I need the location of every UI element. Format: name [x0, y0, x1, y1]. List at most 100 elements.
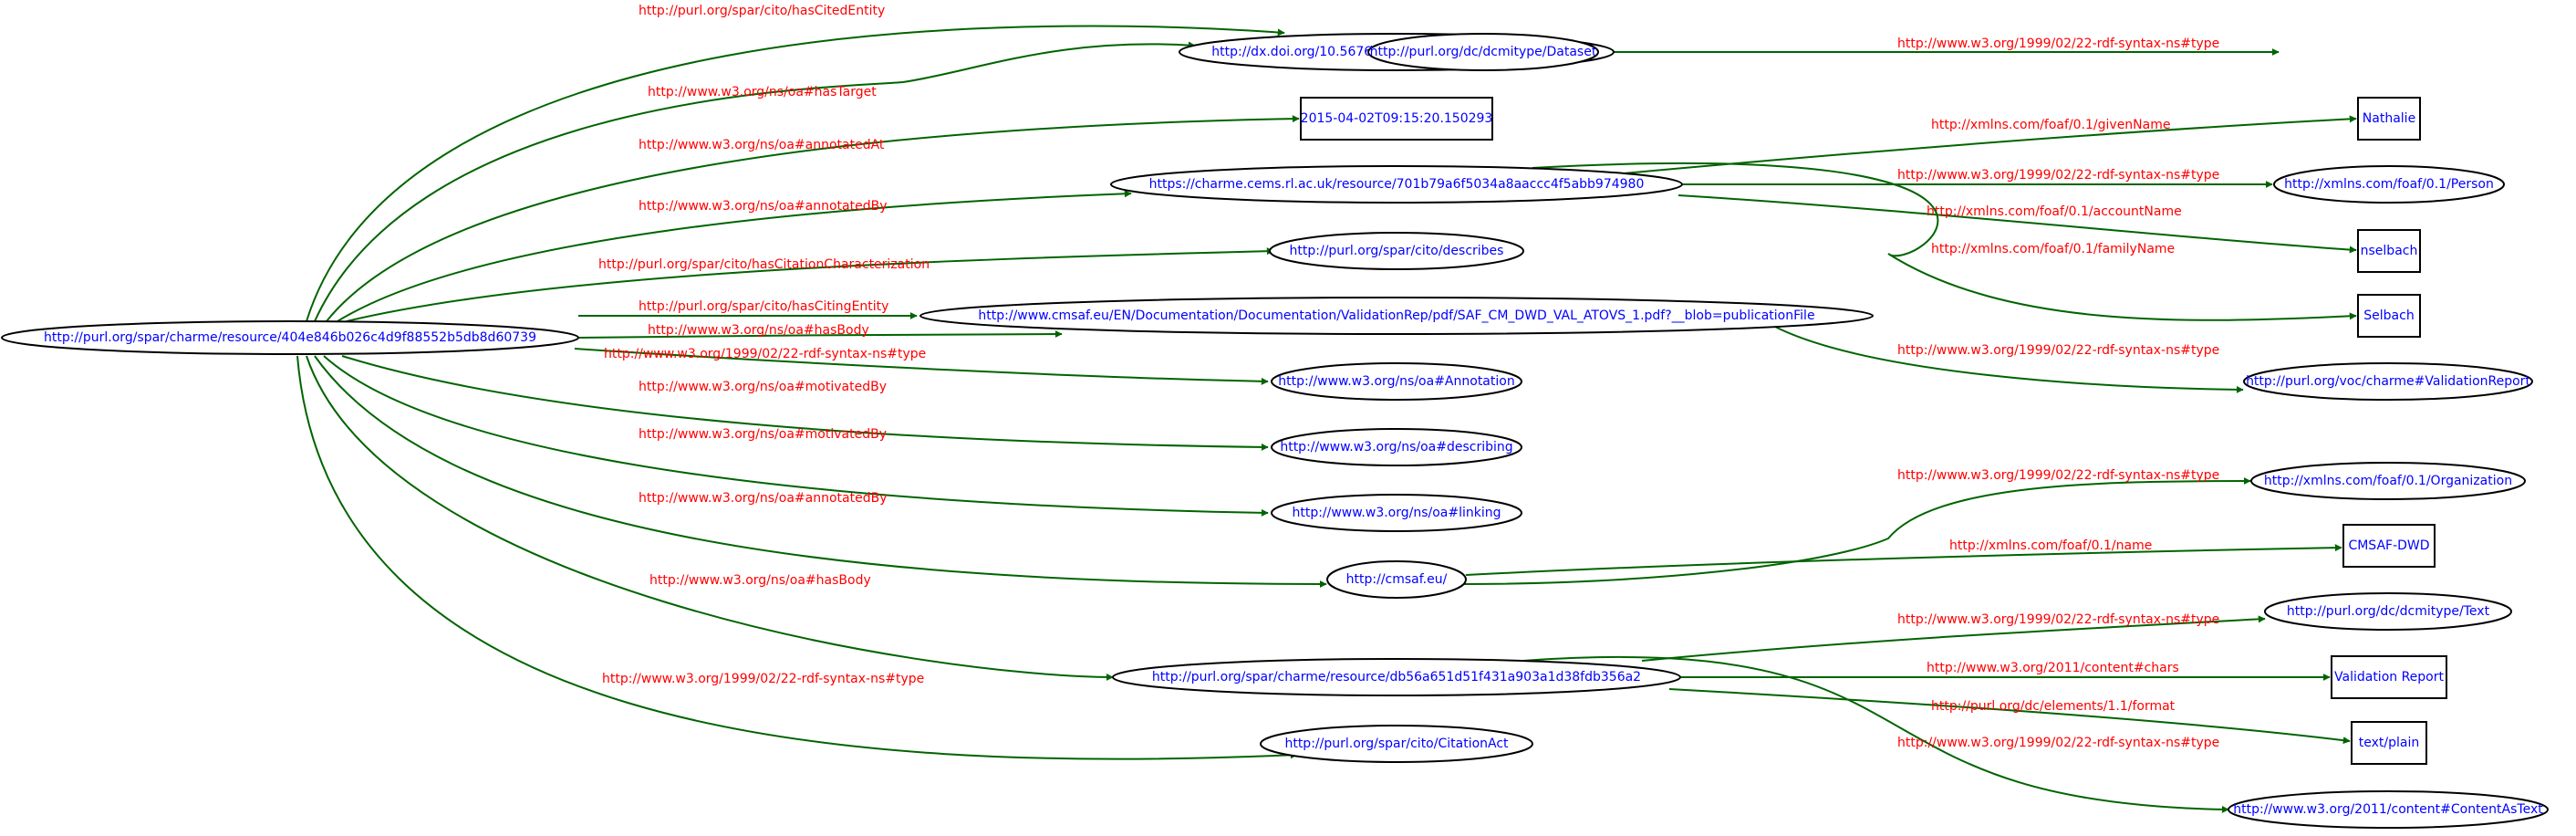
- node-selbach[interactable]: Selbach: [2357, 294, 2421, 338]
- node-nselbach[interactable]: nselbach: [2357, 229, 2421, 273]
- edge: http://www.w3.org/ns/oa#annotatedAt: [326, 115, 1300, 322]
- literal-box: [2331, 655, 2447, 699]
- edge: http://www.w3.org/1999/02/22-rdf-syntax-…: [1614, 37, 2280, 56]
- edge: http://www.w3.org/1999/02/22-rdf-syntax-…: [1459, 468, 2251, 585]
- node-describes[interactable]: http://purl.org/spar/cito/describes: [1269, 232, 1524, 270]
- edge-label: http://www.w3.org/ns/oa#hasTarget: [648, 85, 877, 99]
- edge: http://www.w3.org/ns/oa#hasBody: [306, 355, 1114, 681]
- resource-ellipse: [1326, 560, 1467, 599]
- node-label: Validation Report: [2334, 670, 2445, 684]
- resource-ellipse: [919, 297, 1874, 335]
- edge-arrow: [574, 348, 1269, 385]
- edge-arrow: [323, 355, 1269, 517]
- resource-ellipse: [2250, 462, 2526, 500]
- node-label: http://purl.org/voc/charme#ValidationRep…: [2246, 374, 2530, 389]
- node-root[interactable]: http://purl.org/spar/charme/resource/404…: [1, 320, 579, 355]
- node-label: http://purl.org/spar/charme/resource/db5…: [1152, 670, 1641, 684]
- edge: http://www.w3.org/ns/oa#annotatedBy: [314, 355, 1327, 588]
- edge-label: http://xmlns.com/foaf/0.1/accountName: [1927, 204, 2182, 219]
- edge-label: http://www.w3.org/ns/oa#annotatedBy: [639, 491, 888, 506]
- edge-label: http://www.w3.org/1999/02/22-rdf-syntax-…: [1897, 343, 2219, 358]
- edge-label: http://purl.org/dc/elements/1.1/format: [1931, 699, 2176, 714]
- node-dataset[interactable]: http://purl.org/dc/dcmitype/Dataset: [1367, 33, 1599, 71]
- edge: http://www.w3.org/ns/oa#hasBody: [577, 323, 1063, 339]
- node-label: http://www.w3.org/2011/content#ContentAs…: [2233, 802, 2543, 817]
- node-date[interactable]: 2015-04-02T09:15:20.150293: [1300, 97, 1493, 141]
- edge-label: http://purl.org/spar/cito/hasCitationCha…: [598, 257, 930, 272]
- edge: http://purl.org/spar/cito/hasCitationCha…: [346, 247, 1274, 322]
- node-label: https://charme.cems.rl.ac.uk/resource/70…: [1149, 177, 1645, 192]
- literal-box: [2351, 721, 2427, 765]
- edge: http://www.w3.org/1999/02/22-rdf-syntax-…: [296, 355, 1298, 760]
- node-charmeuser[interactable]: https://charme.cems.rl.ac.uk/resource/70…: [1110, 165, 1683, 204]
- edge: http://xmlns.com/foaf/0.1/familyName: [1532, 162, 2357, 321]
- node-describing[interactable]: http://www.w3.org/ns/oa#describing: [1271, 428, 1522, 466]
- edge-arrow: [577, 330, 1063, 339]
- node-label: 2015-04-02T09:15:20.150293: [1301, 111, 1493, 126]
- node-label: http://www.w3.org/ns/oa#describing: [1280, 440, 1512, 455]
- edge: http://www.w3.org/1999/02/22-rdf-syntax-…: [1522, 655, 2229, 813]
- edge-arrow: [306, 355, 1114, 681]
- node-person[interactable]: http://xmlns.com/foaf/0.1/Person: [2273, 165, 2505, 204]
- edge-arrow: [314, 355, 1327, 588]
- edge-label: http://www.w3.org/1999/02/22-rdf-syntax-…: [602, 672, 924, 686]
- resource-ellipse: [1271, 494, 1522, 532]
- edge-label: http://www.w3.org/1999/02/22-rdf-syntax-…: [1897, 37, 2219, 51]
- node-label: http://purl.org/spar/cito/CitationAct: [1284, 737, 1509, 751]
- edge: http://www.w3.org/ns/oa#annotatedBy: [337, 190, 1132, 322]
- node-cmsafdwd[interactable]: CMSAF-DWD: [2342, 524, 2436, 568]
- edge-label: http://www.w3.org/ns/oa#motivatedBy: [639, 380, 887, 394]
- edge-arrow: [337, 190, 1132, 322]
- resource-ellipse: [1367, 33, 1599, 71]
- resource-ellipse: [1260, 725, 1533, 763]
- edge: http://purl.org/spar/cito/hasCitedEntity: [306, 4, 1285, 322]
- node-annotation[interactable]: http://www.w3.org/ns/oa#Annotation: [1271, 362, 1522, 401]
- edge-label: http://www.w3.org/1999/02/22-rdf-syntax-…: [604, 347, 926, 361]
- edge: http://www.w3.org/1999/02/22-rdf-syntax-…: [574, 347, 1269, 385]
- node-body[interactable]: http://purl.org/spar/charme/resource/db5…: [1112, 658, 1681, 696]
- node-label: http://purl.org/dc/dcmitype/Text: [2287, 604, 2490, 619]
- node-citationact[interactable]: http://purl.org/spar/cito/CitationAct: [1260, 725, 1533, 763]
- edge-arrow: [346, 247, 1274, 322]
- node-valreportlit[interactable]: Validation Report: [2331, 655, 2447, 699]
- resource-ellipse: [2264, 592, 2512, 631]
- edge-label: http://xmlns.com/foaf/0.1/familyName: [1931, 242, 2175, 256]
- node-text[interactable]: http://purl.org/dc/dcmitype/Text: [2264, 592, 2512, 631]
- node-textplain[interactable]: text/plain: [2351, 721, 2427, 765]
- node-label: http://xmlns.com/foaf/0.1/Organization: [2264, 474, 2512, 488]
- edge-label: http://xmlns.com/foaf/0.1/givenName: [1931, 118, 2171, 132]
- node-organization[interactable]: http://xmlns.com/foaf/0.1/Organization: [2250, 462, 2526, 500]
- edge-label: http://www.w3.org/ns/oa#hasBody: [649, 573, 871, 588]
- node-label: Selbach: [2363, 308, 2414, 323]
- resource-ellipse: [1271, 428, 1522, 466]
- literal-box: [1300, 97, 1493, 141]
- edge-label: http://www.w3.org/1999/02/22-rdf-syntax-…: [1897, 168, 2219, 183]
- edge-label: http://www.w3.org/ns/oa#annotatedBy: [639, 199, 888, 214]
- node-label: nselbach: [2361, 244, 2418, 258]
- edges-layer: http://purl.org/spar/cito/hasCitedEntity…: [296, 4, 2357, 813]
- node-cmsafeu[interactable]: http://cmsaf.eu/: [1326, 560, 1467, 599]
- node-linking[interactable]: http://www.w3.org/ns/oa#linking: [1271, 494, 1522, 532]
- edge-label: http://www.w3.org/1999/02/22-rdf-syntax-…: [1897, 468, 2219, 483]
- resource-ellipse: [1110, 165, 1683, 204]
- edge: http://www.w3.org/ns/oa#motivatedBy: [341, 355, 1269, 451]
- edge-arrow: [1774, 326, 2244, 393]
- edge-label: http://www.w3.org/ns/oa#motivatedBy: [639, 427, 887, 442]
- resource-ellipse: [1271, 362, 1522, 401]
- literal-box: [2357, 97, 2421, 141]
- edge-arrow: [314, 41, 1196, 322]
- node-cmsafpdf[interactable]: http://www.cmsaf.eu/EN/Documentation/Doc…: [919, 297, 1874, 335]
- node-valreport[interactable]: http://purl.org/voc/charme#ValidationRep…: [2243, 362, 2533, 401]
- node-nathalie[interactable]: Nathalie: [2357, 97, 2421, 141]
- edge-label: http://www.w3.org/2011/content#chars: [1927, 661, 2179, 675]
- node-label: http://xmlns.com/foaf/0.1/Person: [2284, 177, 2494, 192]
- edge-label: http://www.w3.org/1999/02/22-rdf-syntax-…: [1897, 612, 2219, 627]
- node-label: http://purl.org/spar/charme/resource/404…: [44, 330, 536, 345]
- resource-ellipse: [1269, 232, 1524, 270]
- node-contentastext[interactable]: http://www.w3.org/2011/content#ContentAs…: [2228, 790, 2549, 829]
- edge-arrow: [1522, 655, 2229, 813]
- resource-ellipse: [2243, 362, 2533, 401]
- node-label: http://cmsaf.eu/: [1346, 572, 1448, 587]
- edge-arrow: [1459, 477, 2251, 585]
- edge-arrow: [326, 115, 1300, 322]
